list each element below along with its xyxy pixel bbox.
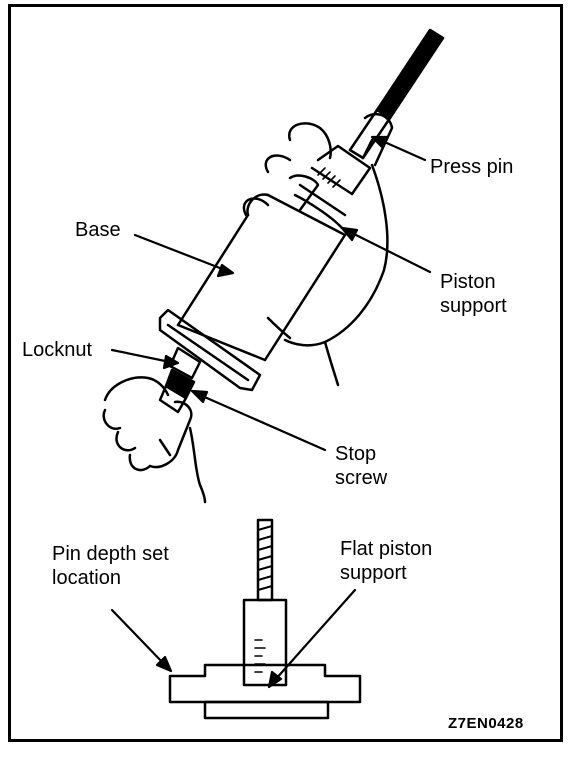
piston-scale — [254, 639, 266, 673]
label-base: Base — [75, 219, 121, 241]
label-pin-depth-set-location: Pin depth set location — [52, 543, 169, 589]
figure-code: Z7EN0428 — [448, 715, 524, 732]
press-pin — [348, 28, 445, 167]
leader-arrows-upper — [110, 135, 432, 452]
label-stop-screw: Stop screw — [335, 443, 388, 489]
lower-piston — [242, 598, 288, 687]
lower-assembly — [168, 518, 362, 720]
right-hand — [242, 122, 389, 387]
left-hand — [102, 376, 207, 504]
base-cylinder — [176, 174, 347, 362]
press-pin-threads — [257, 525, 273, 591]
base-block — [168, 663, 362, 704]
base-flange — [158, 308, 262, 392]
label-piston-support: Piston support — [440, 271, 507, 317]
piston-support — [293, 144, 372, 230]
label-flat-piston-support: Flat piston support — [340, 538, 433, 584]
upper-assembly — [102, 28, 445, 504]
graduations — [317, 167, 341, 188]
label-locknut: Locknut — [22, 339, 93, 361]
label-press-pin: Press pin — [430, 156, 514, 178]
bottom-plate — [203, 700, 330, 720]
leader-arrows-lower — [110, 588, 357, 689]
